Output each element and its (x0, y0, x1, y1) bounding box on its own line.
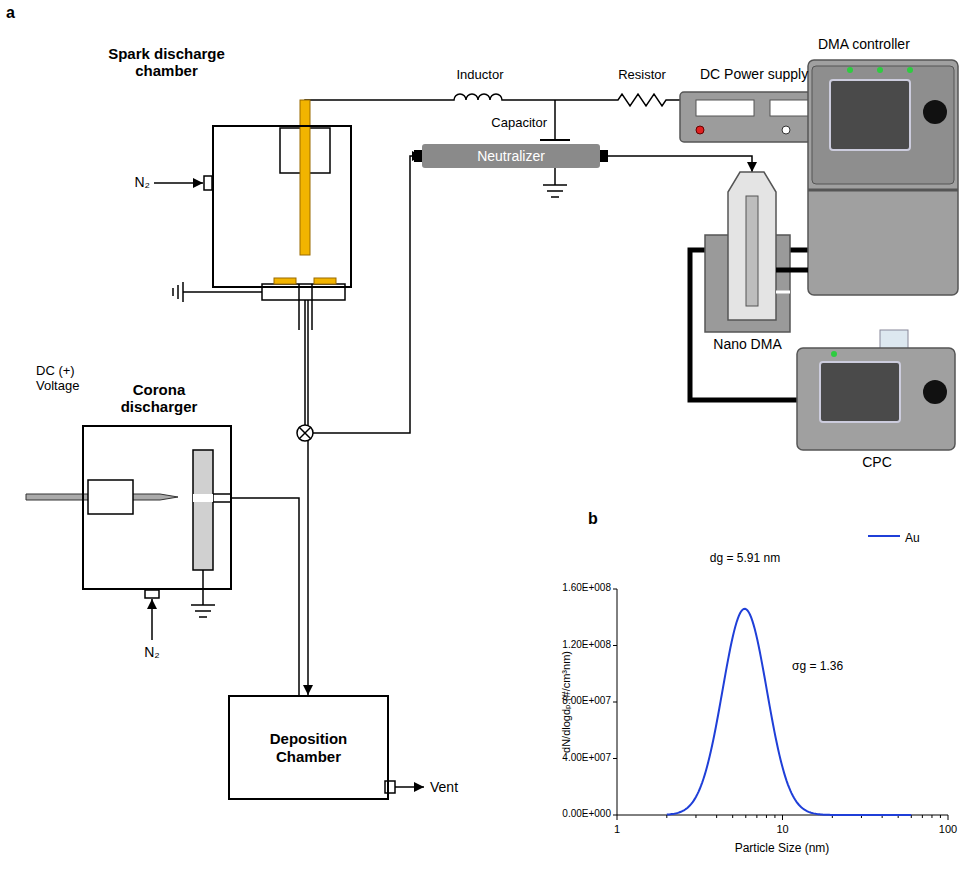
axis-tick (940, 815, 941, 818)
axis-tick (716, 815, 717, 818)
flow-connector (600, 156, 752, 172)
axis-tick (931, 815, 932, 818)
cpc-device (797, 330, 955, 450)
size-distribution-chart (613, 536, 948, 820)
flow-connector (307, 288, 309, 695)
axis-tick (617, 815, 618, 820)
axis-tick-label: 10 (776, 823, 788, 836)
cpc: CPC (797, 330, 955, 450)
component-label: Inductor (457, 68, 504, 83)
vent-label: Vent (430, 779, 458, 795)
axis-tick-label: 0.00E+000 (562, 808, 611, 820)
neutralizer-box: Neutralizer (422, 144, 600, 168)
dma-controller-device (808, 60, 958, 295)
gas-label: N₂ (144, 644, 160, 660)
axis-title: Particle Size (nm) (735, 842, 830, 856)
legend-text: Au (905, 531, 920, 545)
axis-title: dN/dlogdₚ (#/cm³nm) (560, 651, 573, 753)
axis-tick (782, 815, 783, 820)
axis-tick (756, 815, 757, 818)
device-label: DMA controller (818, 36, 958, 52)
power-supply: DC Power supply (680, 92, 850, 142)
axis-tick-label: 1.60E+008 (562, 582, 611, 594)
chamber-box: Corona discharger (82, 425, 232, 590)
axis-tick (745, 815, 746, 818)
annotation: dg = 5.91 nm (710, 552, 780, 566)
component-label: Capacitor (491, 116, 547, 131)
dma-controller: DMA controller (808, 60, 958, 295)
axis-tick (922, 815, 923, 818)
axis-tick (613, 645, 617, 646)
axis-tick-label: 1 (614, 823, 620, 836)
component-label: Resistor (618, 68, 666, 83)
axis-tick (613, 758, 617, 759)
annotation: σg = 1.36 (792, 660, 843, 674)
corona-electrodes (26, 450, 232, 640)
device-label: CPC (847, 454, 907, 470)
axis-tick (613, 702, 617, 703)
axis-tick (613, 589, 617, 590)
chamber-box: Deposition Chamber (228, 695, 389, 800)
box-label: Neutralizer (471, 148, 551, 164)
axis-tick (695, 815, 696, 818)
axis-tick (766, 815, 767, 818)
tube-connector (790, 248, 808, 253)
flow-connector (232, 498, 299, 695)
box-label: Deposition Chamber (230, 730, 387, 765)
device-label: DC Power supply (700, 66, 860, 82)
panel-letter: b (588, 510, 598, 528)
nano-dma: Nano DMA (705, 172, 790, 332)
axis-tick (774, 815, 775, 818)
axis-tick-label: 100 (939, 823, 957, 836)
valve-symbol (297, 425, 313, 441)
circuit-symbols (450, 88, 668, 197)
vent-port (385, 781, 424, 793)
chamber-box: Spark discharge chamber (212, 125, 352, 288)
nano-dma-device (705, 172, 808, 332)
device-label: Corona discharger (104, 381, 214, 416)
axis-tick (613, 815, 617, 816)
spark-electrodes (154, 100, 345, 330)
voltage-label: DC (+) Voltage (36, 364, 94, 394)
device-label: Nano DMA (695, 336, 800, 352)
device-label: Spark discharge chamber (99, 45, 234, 80)
axis-tick-label: 1.20E+008 (562, 639, 611, 651)
axis-tick (732, 815, 733, 818)
legend-entry: Au (905, 528, 920, 546)
neutralizer-fitting (600, 150, 608, 162)
neutralizer-fitting (414, 150, 422, 162)
panel-letter: a (6, 4, 15, 22)
gas-label: N₂ (134, 174, 150, 190)
axis-tick (948, 815, 949, 820)
axis-tick-label: 4.00E+007 (562, 752, 611, 764)
distribution-curve (667, 609, 911, 815)
